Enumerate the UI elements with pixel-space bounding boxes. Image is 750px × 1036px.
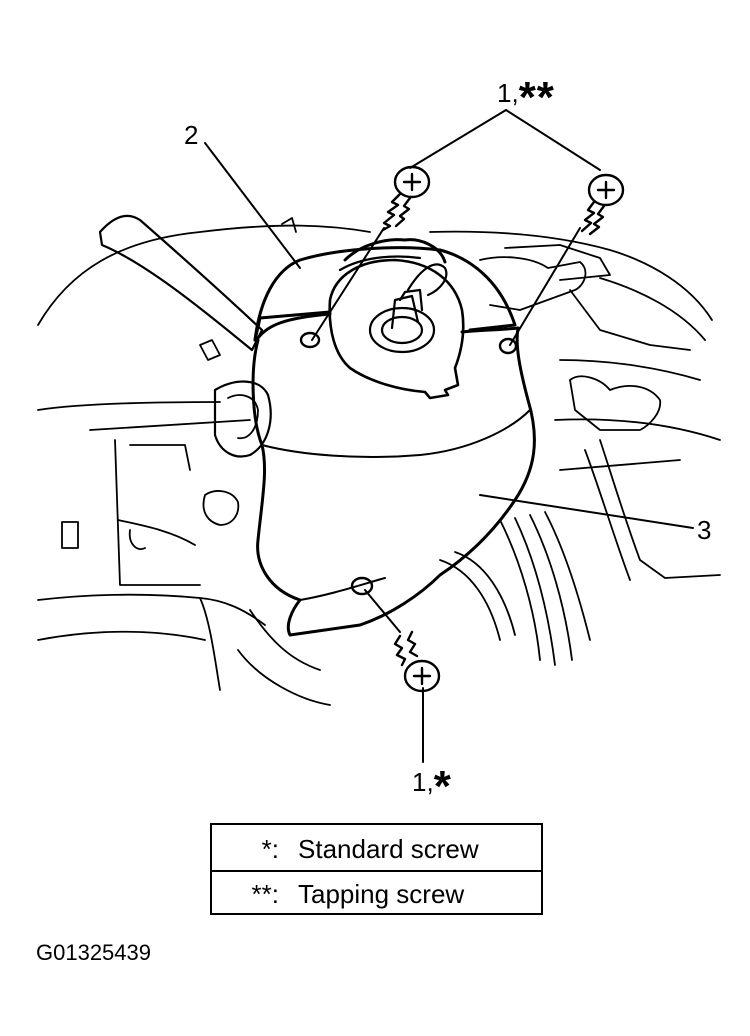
- column-cover: [251, 238, 536, 637]
- screw-bottom: [393, 630, 441, 693]
- legend-row: *: Standard screw: [212, 825, 541, 872]
- callout-part-2: 2: [184, 120, 199, 150]
- legend-key: *:: [261, 834, 279, 864]
- legend-table: *: Standard screw **: Tapping screw: [210, 823, 543, 915]
- dashboard-background: [37, 214, 721, 706]
- screw-top-right: [580, 173, 625, 236]
- figure-id: G01325439: [36, 940, 151, 965]
- screw-top-left: [381, 165, 431, 232]
- callout-part-3: 3: [697, 515, 712, 545]
- callout-mark: *: [433, 762, 452, 811]
- screw-holes: [299, 331, 518, 596]
- callout-number: 1,: [497, 78, 519, 108]
- callout-screw-standard: 1,*: [412, 765, 452, 809]
- legend-key: **:: [251, 879, 279, 909]
- legend-value: Standard screw: [298, 834, 479, 864]
- legend-value: Tapping screw: [298, 879, 465, 909]
- legend-row: **: Tapping screw: [212, 870, 541, 915]
- leader-lines: [204, 109, 694, 763]
- callout-screw-tapping: 1,**: [497, 76, 555, 120]
- steering-shaft: [338, 255, 448, 354]
- callout-mark: **: [518, 73, 555, 122]
- callout-number: 1,: [412, 767, 434, 797]
